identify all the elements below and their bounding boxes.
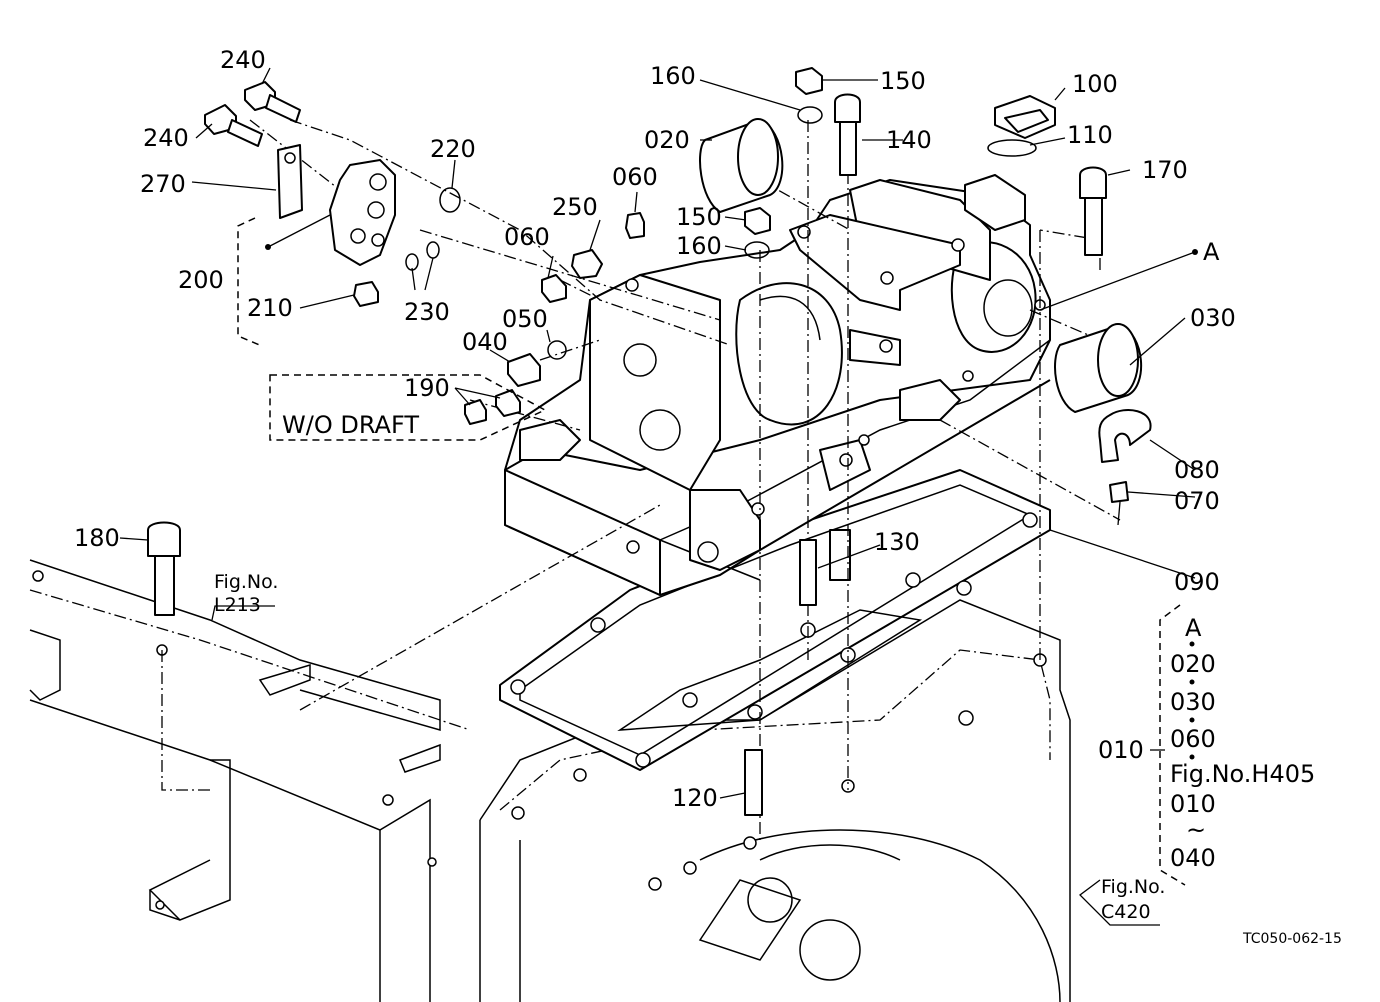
legend-item-a: A — [1185, 614, 1202, 642]
label-070: 070 — [1174, 487, 1220, 515]
fig-ref-l213-line1: Fig.No. — [214, 571, 278, 593]
plate-270 — [277, 144, 303, 219]
label-180: 180 — [74, 524, 120, 552]
label-030: 030 — [1190, 304, 1236, 332]
label-140: 140 — [886, 126, 932, 154]
gasket-090 — [499, 469, 1051, 771]
label-150-upper: 150 — [880, 67, 926, 95]
leader-lines — [119, 67, 1196, 926]
label-210: 210 — [247, 294, 293, 322]
point-dot-200 — [265, 244, 271, 250]
filler-cap-100 — [964, 95, 1056, 231]
frame-outline — [29, 559, 471, 1002]
legend-item-060: 060 — [1170, 725, 1216, 753]
legend-item-010: 010 — [1170, 790, 1216, 818]
assembly-centerlines — [249, 119, 1121, 840]
bushings — [699, 118, 1143, 413]
legend-item-040: 040 — [1170, 844, 1216, 872]
legend-item-tilde: ~ — [1186, 816, 1206, 844]
label-240-upper: 240 — [220, 46, 266, 74]
nuts-150 — [744, 67, 823, 235]
drawing-code: TC050-062-15 — [1242, 931, 1342, 947]
label-020: 020 — [644, 126, 690, 154]
label-040: 040 — [462, 328, 508, 356]
label-a: A — [1203, 238, 1220, 266]
fig-ref-c420-line1: Fig.No. — [1101, 876, 1165, 898]
label-160-upper: 160 — [650, 62, 696, 90]
label-060-right: 060 — [612, 163, 658, 191]
label-090: 090 — [1174, 568, 1220, 596]
label-240-lower: 240 — [143, 124, 189, 152]
label-120: 120 — [672, 784, 718, 812]
point-dot-a — [1192, 249, 1198, 255]
screw-240-lower — [204, 104, 263, 147]
label-190: 190 — [404, 374, 450, 402]
group-brackets — [237, 217, 1186, 886]
legend-item-020: 020 — [1170, 650, 1216, 678]
label-080: 080 — [1174, 456, 1220, 484]
label-270: 270 — [140, 170, 186, 198]
fig-ref-l213-line2: L213 — [214, 594, 261, 616]
label-wo-draft: W/O DRAFT — [282, 411, 419, 439]
transmission-case — [479, 599, 1071, 1002]
screw-240-upper — [244, 81, 301, 123]
legend-dots — [1189, 641, 1195, 760]
label-010: 010 — [1098, 736, 1144, 764]
label-060-left: 060 — [504, 223, 550, 251]
label-100: 100 — [1072, 70, 1118, 98]
label-250: 250 — [552, 193, 598, 221]
plugs — [353, 212, 645, 425]
label-200: 200 — [178, 266, 224, 294]
label-110: 110 — [1067, 121, 1113, 149]
legend-item-fig-h405: Fig.No.H405 — [1170, 760, 1315, 788]
label-170: 170 — [1142, 156, 1188, 184]
label-230: 230 — [404, 298, 450, 326]
label-220: 220 — [430, 135, 476, 163]
label-050: 050 — [502, 305, 548, 333]
cylinder-case — [504, 179, 1051, 596]
legend-010-contents: A 020 030 060 Fig.No.H405 010 ~ 040 — [1170, 614, 1315, 872]
label-150-lower: 150 — [676, 203, 722, 231]
fig-ref-c420-line2: C420 — [1101, 901, 1151, 923]
legend-item-030: 030 — [1170, 688, 1216, 716]
relief-valve-body-200 — [329, 159, 396, 266]
label-160-lower: 160 — [676, 232, 722, 260]
pipe-080-070 — [1098, 409, 1152, 526]
label-130: 130 — [874, 528, 920, 556]
